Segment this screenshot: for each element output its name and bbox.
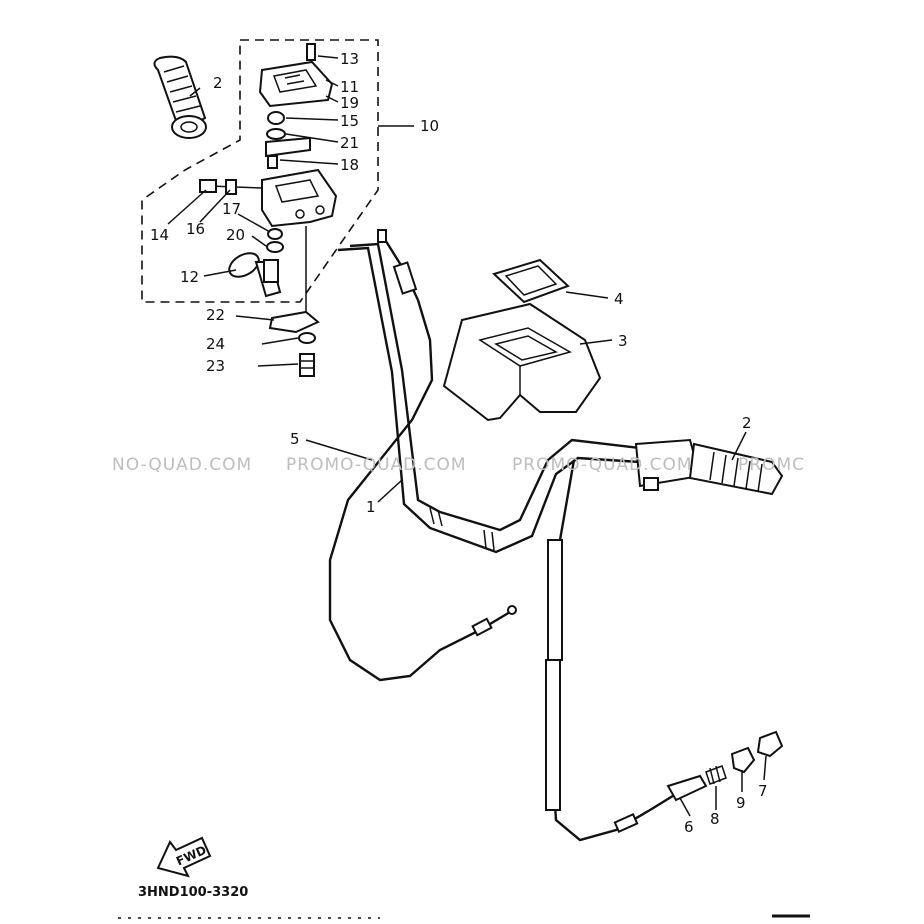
gasket [492, 258, 570, 304]
callout-7: 7 [758, 782, 768, 800]
callout-2-left: 2 [213, 74, 223, 92]
watermark-text-2: PROMO-QUAD.COM [286, 455, 467, 475]
callout-5: 5 [290, 430, 300, 448]
switch-cover [258, 43, 334, 108]
callout-11: 11 [340, 78, 359, 96]
right-grip [634, 438, 784, 496]
callout-22: 22 [206, 306, 225, 324]
callout-19: 19 [340, 94, 359, 112]
callout-4: 4 [614, 290, 624, 308]
handlebar-cover [442, 302, 602, 422]
brake-cable [545, 459, 677, 842]
callout-14: 14 [150, 226, 169, 244]
throttle-lever [228, 228, 284, 298]
callout-12: 12 [180, 268, 199, 286]
callout-9: 9 [736, 794, 746, 812]
callout-3: 3 [618, 332, 628, 350]
handlebar [337, 242, 641, 554]
cable-adjuster [666, 730, 784, 802]
cable-clamp [268, 226, 320, 377]
assembly-boundary [141, 39, 379, 303]
scan-artifacts [118, 914, 810, 919]
leader-lines [167, 55, 767, 817]
callout-20: 20 [226, 226, 245, 244]
watermark: NO-QUAD.COM PROMO-QUAD.COM PROMO-QUAD.CO… [112, 455, 805, 475]
callout-24: 24 [206, 335, 225, 353]
callout-18: 18 [340, 156, 359, 174]
fwd-arrow: FWD [156, 836, 212, 878]
callout-21: 21 [340, 134, 359, 152]
watermark-text-4: PROMC [738, 455, 805, 475]
callout-2-right: 2 [742, 414, 752, 432]
throttle-housing [199, 168, 338, 228]
callout-10: 10 [420, 117, 439, 135]
callout-labels: 13 11 19 10 15 21 18 2 14 16 17 20 12 22… [150, 50, 768, 836]
callout-15: 15 [340, 112, 359, 130]
throttle-cable [328, 229, 517, 682]
callout-6: 6 [684, 818, 694, 836]
switch-internals [265, 111, 311, 169]
left-grip [153, 55, 207, 139]
watermark-text-3: PROMO-QUAD.COM [512, 455, 693, 475]
callout-1: 1 [366, 498, 376, 516]
callout-8: 8 [710, 810, 720, 828]
callout-13: 13 [340, 50, 359, 68]
watermark-text-1: NO-QUAD.COM [112, 455, 252, 475]
callout-16: 16 [186, 220, 205, 238]
part-code: 3HND100-3320 [138, 885, 248, 900]
callout-17: 17 [222, 200, 241, 218]
callout-23: 23 [206, 357, 225, 375]
